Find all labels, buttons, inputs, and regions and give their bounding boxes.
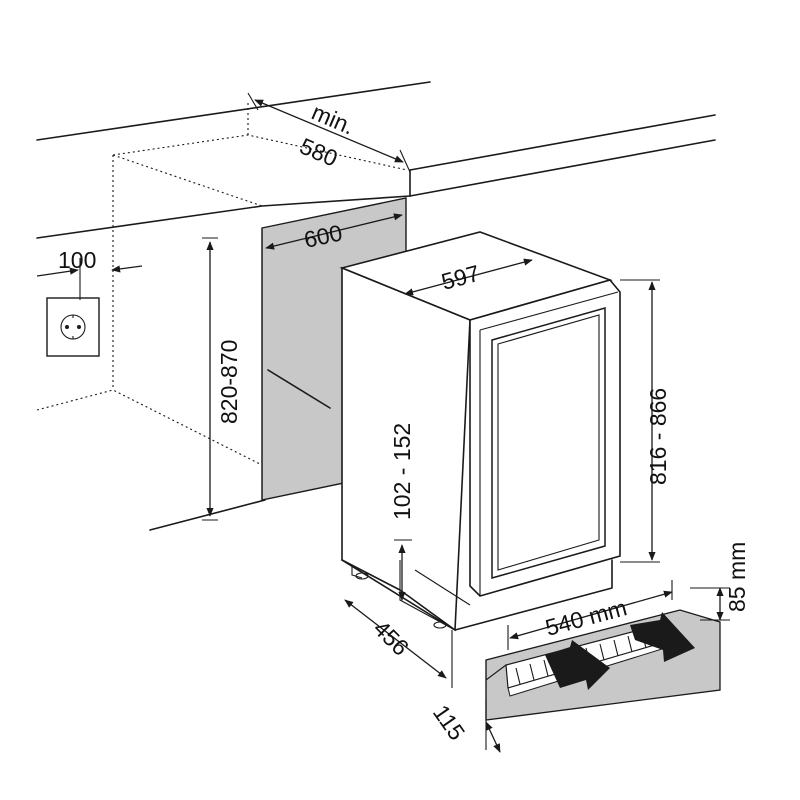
dim-appliance-height: 816 - 866 (620, 279, 671, 563)
appliance-depth-label: 456 (368, 615, 414, 661)
foot-range-label: 102 - 152 (389, 423, 415, 520)
power-socket-icon (46, 297, 100, 357)
dim-niche-height: 820-870 (202, 237, 242, 521)
dim-socket-offset: 100 (36, 247, 143, 300)
appliance-body (339, 231, 621, 632)
min-label: min. (308, 99, 358, 140)
niche-height-label: 820-870 (216, 340, 242, 424)
socket-offset-label: 100 (58, 247, 96, 273)
dim-vent-height: 85 mm (690, 542, 750, 621)
dim-foot-range: 102 - 152 (389, 423, 415, 601)
appliance-height-label: 816 - 866 (645, 388, 671, 485)
vent-depth-label: 115 (428, 700, 470, 745)
depth-min-label: 580 (296, 133, 341, 172)
vent-height-label: 85 mm (724, 542, 750, 612)
